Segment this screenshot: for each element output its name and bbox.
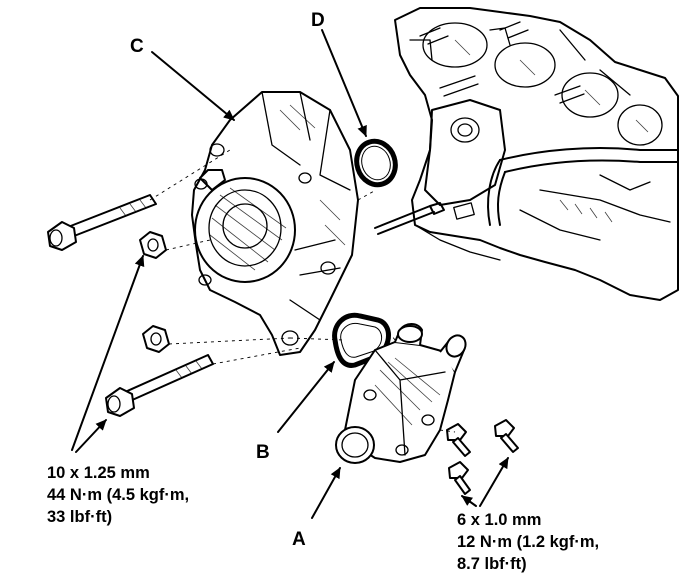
small-bolt-spec: 6 x 1.0 mm 12 N·m (1.2 kgf·m, 8.7 lbf·ft… — [457, 511, 599, 573]
arrow-d — [321, 29, 367, 137]
large-bolt-lower — [105, 354, 214, 417]
arrow-large-bolt — [75, 419, 107, 453]
engine-block — [374, 7, 679, 301]
arrow-large-nut — [71, 255, 145, 451]
flange-nut-lower — [142, 325, 170, 353]
small-bolt-1 — [446, 423, 471, 457]
callout-c: C — [130, 36, 144, 57]
large-bolt-torque-imperial: 33 lbf·ft) — [47, 508, 112, 526]
small-bolt-size: 6 x 1.0 mm — [457, 511, 541, 529]
arrow-small-bolt-1 — [461, 495, 477, 507]
small-bolt-2 — [448, 461, 471, 495]
arrow-c — [151, 51, 235, 121]
alignment-lines — [149, 149, 456, 433]
o-ring-d — [354, 138, 398, 188]
callout-b: B — [256, 442, 270, 463]
large-bolt-upper — [47, 194, 157, 251]
small-bolt-torque-imperial: 8.7 lbf·ft) — [457, 555, 527, 573]
large-bolt-spec: 10 x 1.25 mm 44 N·m (4.5 kgf·m, 33 lbf·f… — [47, 464, 189, 526]
large-bolt-size: 10 x 1.25 mm — [47, 464, 150, 482]
small-bolt-3 — [494, 419, 519, 453]
water-pump — [191, 91, 359, 356]
arrow-b — [277, 361, 335, 433]
callout-arrows — [71, 29, 509, 519]
thermostat-housing-a — [335, 323, 467, 464]
callout-a: A — [292, 529, 306, 550]
flange-nut-upper — [139, 231, 167, 259]
gasket-b — [332, 312, 391, 368]
callout-d: D — [311, 10, 325, 31]
large-bolt-torque: 44 N·m (4.5 kgf·m, — [47, 486, 189, 504]
arrow-a — [311, 467, 341, 519]
arrow-small-bolt-2 — [479, 457, 509, 507]
small-bolt-torque: 12 N·m (1.2 kgf·m, — [457, 533, 599, 551]
